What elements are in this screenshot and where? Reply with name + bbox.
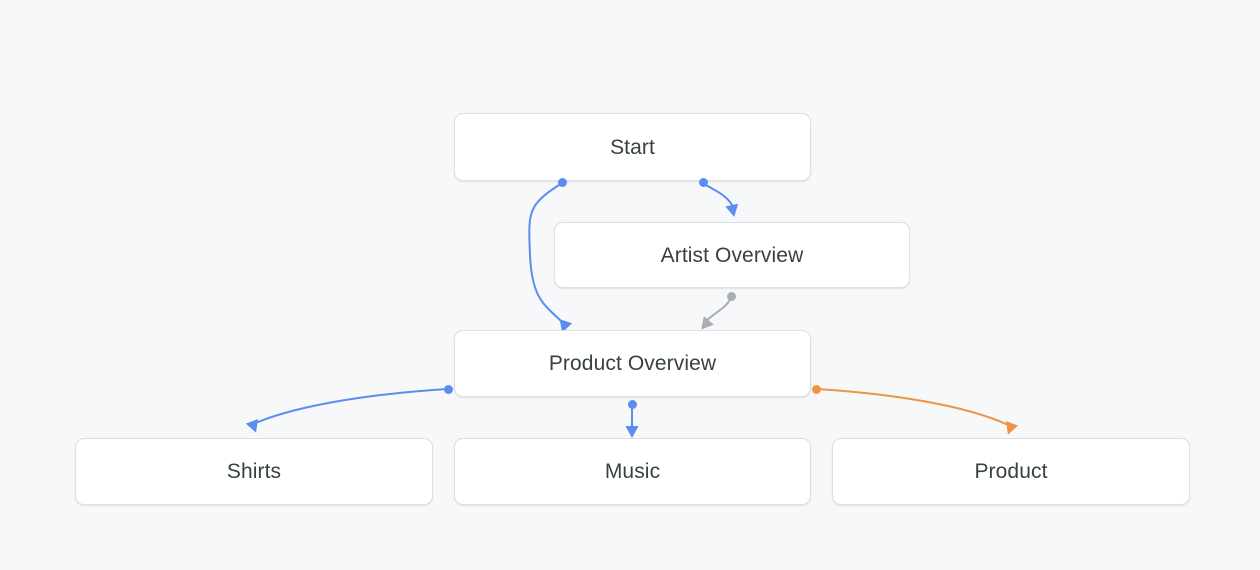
node-label: Artist Overview: [660, 243, 804, 267]
node-label: Product: [974, 460, 1048, 483]
node-start[interactable]: Start: [454, 113, 811, 181]
node-label: Start: [610, 135, 655, 159]
handle-start-out-right[interactable]: [699, 178, 708, 187]
handle-product-overview-out-left[interactable]: [444, 385, 453, 394]
node-music[interactable]: Music: [454, 438, 811, 505]
node-shirts[interactable]: Shirts: [75, 438, 433, 505]
node-product[interactable]: Product: [832, 438, 1190, 505]
arrow-artist-overview-from-start: [725, 203, 739, 217]
node-label: Product Overview: [548, 352, 717, 375]
edge-product-overview-to-product: [816, 388, 1007, 425]
node-product-overview[interactable]: Product Overview: [454, 330, 811, 397]
arrow-music: [625, 426, 639, 438]
node-label: Shirts: [226, 460, 282, 483]
handle-start-out-left[interactable]: [558, 178, 567, 187]
node-label: Music: [604, 460, 661, 483]
edge-product-overview-to-shirts: [257, 388, 448, 423]
arrow-product: [1005, 421, 1019, 435]
node-artist-overview[interactable]: Artist Overview: [554, 222, 910, 288]
handle-product-overview-out-bottom[interactable]: [628, 400, 637, 409]
edge-artist-overview-to-product-overview: [706, 297, 732, 321]
arrow-shirts: [245, 419, 259, 433]
handle-product-overview-out-right[interactable]: [812, 385, 821, 394]
handle-artist-overview-out-bottom[interactable]: [727, 292, 736, 301]
edge-start-to-artist-overview: [703, 183, 733, 206]
